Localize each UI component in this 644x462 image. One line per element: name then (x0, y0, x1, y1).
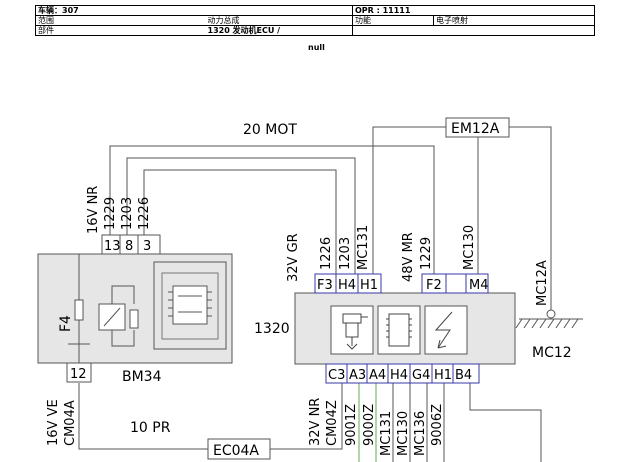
ecu-pin-f2: F2 (426, 278, 442, 293)
bm34-bottom-wire: CM04A (63, 400, 78, 446)
ecu-bottom-connector (325, 363, 480, 384)
ecu-pin-a4: A4 (369, 368, 386, 383)
bm34-pin-3: 3 (143, 239, 151, 254)
ecu-label: 1320 (254, 321, 290, 337)
ecu-wire-mc131-top: MC131 (356, 225, 371, 270)
ignition-icon (434, 311, 453, 349)
ecu-wire-1203: 1203 (338, 237, 353, 270)
bm34-pin-13: 13 (104, 239, 121, 254)
wire-cm04a (78, 383, 208, 450)
em12a-label: EM12A (451, 121, 500, 137)
wire-cm04z (270, 383, 343, 450)
header-table: 车辆：307 OPR : 11111 范围 动力总成 功能 电子喷射 部件 13… (35, 5, 595, 36)
bm34-label: BM34 (122, 369, 162, 385)
ecu-right-conn-label: 48V MR (401, 232, 416, 282)
ecu-pin-f3: F3 (317, 278, 333, 293)
wire-em12a-ground (509, 126, 552, 310)
ecu-bottom-conn-label: 32V NR (308, 398, 323, 446)
ecu-pin-h4-bottom: H4 (390, 368, 408, 383)
ground-mc12-label: MC12 (532, 345, 572, 361)
ecu-pin-b4: B4 (455, 368, 472, 383)
ecu-pin-g4: G4 (412, 368, 430, 383)
bm34-bottom-conn-label: 16V VE (46, 399, 61, 446)
bm34-wire-1229: 1229 (103, 197, 118, 230)
ecu-wire-9006z: 9006Z (430, 404, 445, 446)
harness-mot-label: 20 MOT (243, 122, 297, 138)
ecu-pin-h1: H1 (360, 278, 378, 293)
ecu-top-right-connector (421, 273, 489, 294)
ec04a-box (207, 438, 271, 460)
ecu-wire-mc130-bottom: MC130 (396, 411, 411, 456)
harness-pr-label: 10 PR (130, 420, 171, 436)
bm34-wire-1203: 1203 (120, 197, 135, 230)
ecu-wire-9001z: 9001Z (344, 404, 359, 446)
wire-mc131-top (372, 126, 446, 274)
bm34-internals (68, 254, 227, 363)
ecu-wire-mc136: MC136 (413, 411, 428, 456)
chip-icon (386, 313, 412, 347)
wire-b4 (469, 383, 542, 462)
ecu-pin-a3: A3 (349, 368, 366, 383)
injector-icon (342, 313, 368, 350)
empty-cell (352, 25, 595, 36)
fuse-f4-label: F4 (58, 315, 74, 332)
ground-mc12 (515, 309, 583, 329)
bm34-conn-label: 16V NR (86, 186, 101, 234)
ecu-pin-c3: C3 (328, 368, 345, 383)
bm34-bottom-connector (66, 362, 92, 383)
ec04a-label: EC04A (213, 443, 259, 459)
ground-mc12a-label: MC12A (535, 260, 550, 306)
part-value: 1320 发动机ECU / (207, 26, 281, 35)
ecu-wire-9000z: 9000Z (362, 404, 377, 446)
ecu-pin-h4: H4 (338, 278, 356, 293)
bm34-top-connector (101, 234, 161, 255)
ecu-wire-mc130-top: MC130 (462, 225, 477, 270)
bm34-pin-12: 12 (70, 367, 87, 382)
wire-1229 (109, 145, 435, 274)
ecu-top-left-connector (314, 273, 382, 294)
ecu-wire-1229: 1229 (419, 237, 434, 270)
part-label: 部件 (38, 26, 54, 35)
ecu-wire-mc131-bottom: MC131 (379, 411, 394, 456)
bm34-wire-1226: 1226 (137, 197, 152, 230)
ecu-pin-h1-bottom: H1 (434, 368, 452, 383)
wire-1203 (126, 157, 356, 274)
wire-1226 (143, 169, 337, 274)
null-label: null (308, 43, 325, 52)
em12a-box (445, 117, 510, 138)
ecu-left-conn-label: 32V GR (286, 233, 301, 282)
range-label: 范围 (38, 16, 54, 25)
wires (78, 126, 552, 462)
ecu-pin-m4: M4 (469, 278, 489, 293)
bm34-pin-8: 8 (125, 239, 133, 254)
range-value: 动力总成 (207, 16, 240, 25)
ecu-wire-1226: 1226 (319, 237, 334, 270)
ecu-bottom-conn-wire: CM04Z (325, 400, 340, 446)
